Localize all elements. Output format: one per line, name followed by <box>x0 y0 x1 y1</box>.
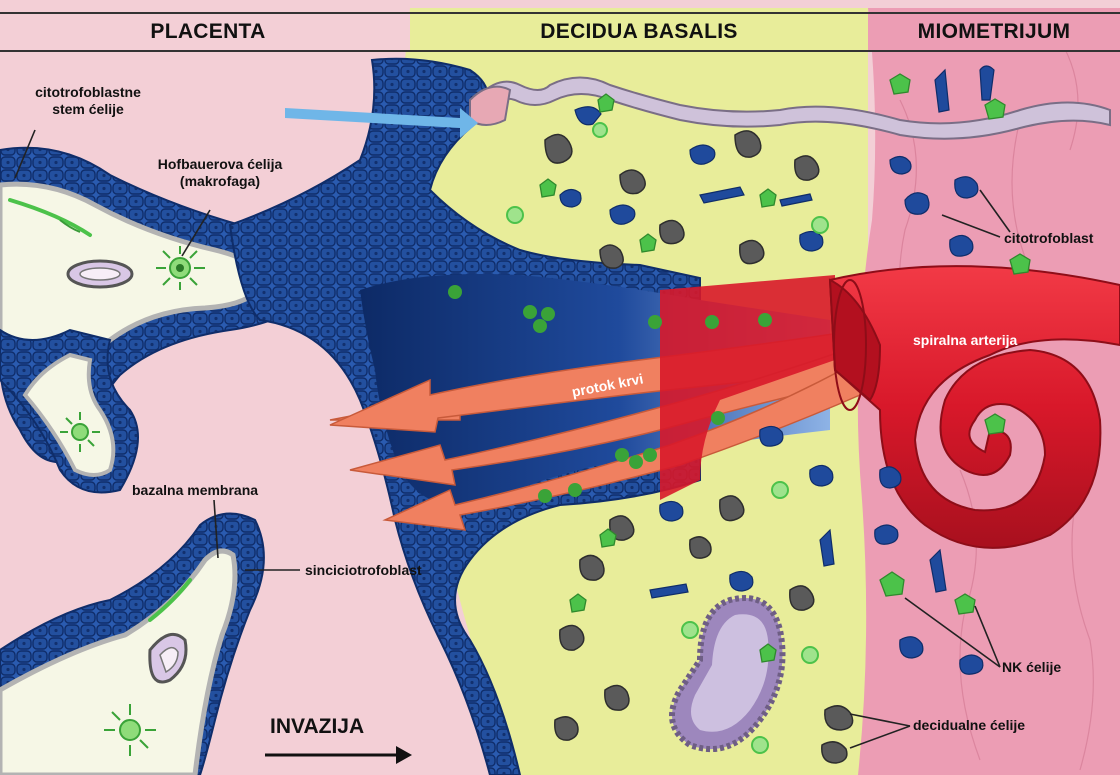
label-stem-cells-line1: citotrofoblastne <box>8 84 168 101</box>
label-hofbauer-line1: Hofbauerova ćelija <box>140 156 300 173</box>
header-placenta: PLACENTA <box>8 14 408 50</box>
label-nk-cells: NK ćelije <box>1002 659 1061 676</box>
label-invasion: INVAZIJA <box>270 718 364 735</box>
label-hofbauer-line2: (makrofaga) <box>140 173 300 190</box>
label-cytotrophoblast: citotrofoblast <box>1004 230 1093 247</box>
label-decidual-cells: decidualne ćelije <box>913 717 1025 734</box>
label-spiral-artery: spiralna arterija <box>913 332 1017 349</box>
label-syncytiotrophoblast: sinciciotrofoblast <box>305 562 422 579</box>
header-decidua-basalis: DECIDUA BASALIS <box>410 14 868 50</box>
label-hofbauer-cell: Hofbauerova ćelija (makrofaga) <box>140 156 300 190</box>
label-basal-membrane: bazalna membrana <box>132 482 258 499</box>
label-stem-cells-line2: stem ćelije <box>8 101 168 118</box>
header-myometrium: MIOMETRIJUM <box>868 14 1120 50</box>
label-stem-cells: citotrofoblastne stem ćelije <box>8 84 168 118</box>
fetal-vessel-upper <box>68 261 132 287</box>
